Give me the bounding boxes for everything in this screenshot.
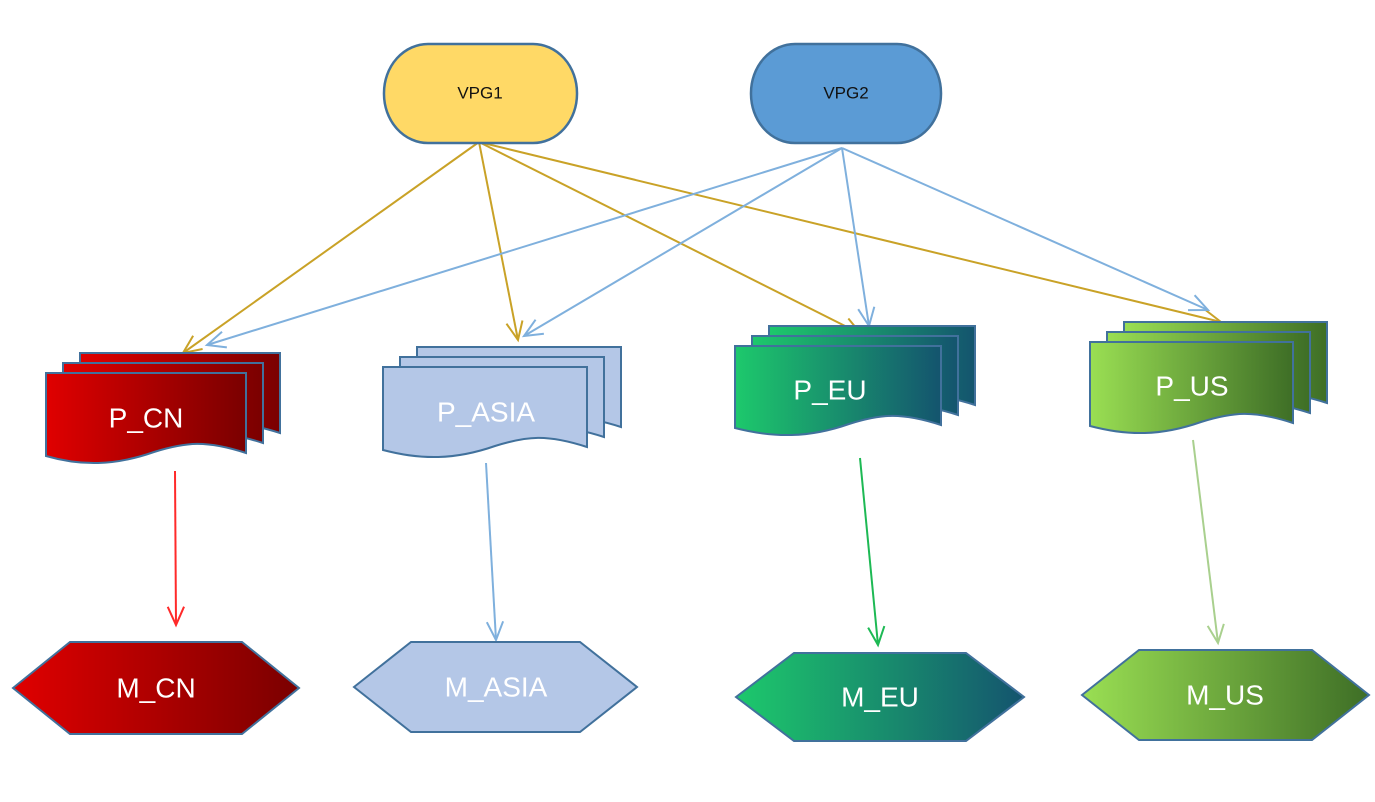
p-cn-node[interactable]: P_CN	[45, 352, 281, 465]
p-cn-page-front	[45, 372, 247, 465]
edge-line	[841, 147, 1209, 311]
arrowhead-icon	[867, 625, 886, 648]
edge-line	[485, 462, 497, 641]
p-cn-label: P_CN	[109, 402, 184, 433]
edge-vpg1-to-p_us	[478, 141, 1224, 327]
vpg1-shape	[382, 42, 579, 145]
vpg2-node[interactable]: VPG2	[749, 42, 943, 145]
edge-p_cn-to-m_cn	[166, 470, 185, 628]
vpg2-shape	[749, 42, 943, 145]
arrowhead-icon	[485, 620, 505, 643]
p-asia-node[interactable]: P_ASIA	[382, 346, 622, 459]
p-eu-page-front	[734, 345, 942, 437]
p-us-page-front	[1089, 341, 1294, 435]
m-cn-shape	[11, 641, 301, 735]
arrowhead-icon	[505, 320, 524, 343]
edge-line	[841, 147, 870, 327]
vpg1-label: VPG1	[457, 83, 502, 102]
edge-vpg2-to-p_us	[841, 147, 1211, 312]
edge-vpg2-to-p_cn	[204, 147, 843, 349]
edge-line	[1192, 439, 1219, 644]
m-eu-node[interactable]: M_EU	[734, 652, 1026, 742]
m-cn-label: M_CN	[116, 672, 195, 703]
edge-vpg1-to-p_cn	[181, 141, 480, 355]
edge-p_asia-to-m_asia	[485, 462, 505, 643]
p-asia-page-front	[382, 366, 588, 459]
m-cn-node[interactable]: M_CN	[11, 641, 301, 735]
m-us-label: M_US	[1186, 679, 1264, 710]
edge-line	[174, 470, 177, 626]
edge-line	[478, 141, 519, 341]
m-eu-label: M_EU	[841, 681, 919, 712]
m-asia-label: M_ASIA	[445, 671, 548, 702]
arrowhead-icon	[521, 319, 544, 338]
edge-line	[478, 141, 862, 335]
arrowhead-icon	[204, 331, 227, 349]
edge-line	[859, 457, 879, 646]
edge-line	[182, 141, 480, 354]
edge-line	[206, 147, 843, 346]
edge-p_eu-to-m_eu	[859, 457, 886, 648]
arrowhead-icon	[1206, 623, 1225, 646]
p-us-node[interactable]: P_US	[1089, 321, 1328, 435]
edge-line	[478, 141, 1222, 323]
m-eu-shape	[734, 652, 1026, 742]
p-eu-node[interactable]: P_EU	[734, 325, 976, 437]
vpg1-node[interactable]: VPG1	[382, 42, 579, 145]
m-asia-shape	[352, 641, 639, 733]
edge-p_us-to-m_us	[1192, 439, 1225, 646]
arrowhead-icon	[1187, 294, 1211, 312]
p-eu-label: P_EU	[793, 374, 866, 405]
p-us-label: P_US	[1155, 370, 1228, 401]
edge-vpg2-to-p_asia	[521, 147, 843, 338]
p-asia-label: P_ASIA	[437, 396, 535, 427]
m-us-shape	[1080, 649, 1371, 741]
m-asia-node[interactable]: M_ASIA	[352, 641, 639, 733]
m-us-node[interactable]: M_US	[1080, 649, 1371, 741]
edge-vpg1-to-p_asia	[478, 141, 524, 343]
vpg2-label: VPG2	[823, 83, 868, 102]
arrowhead-icon	[166, 606, 185, 628]
edge-line	[523, 147, 843, 337]
edges-layer	[166, 141, 1225, 648]
